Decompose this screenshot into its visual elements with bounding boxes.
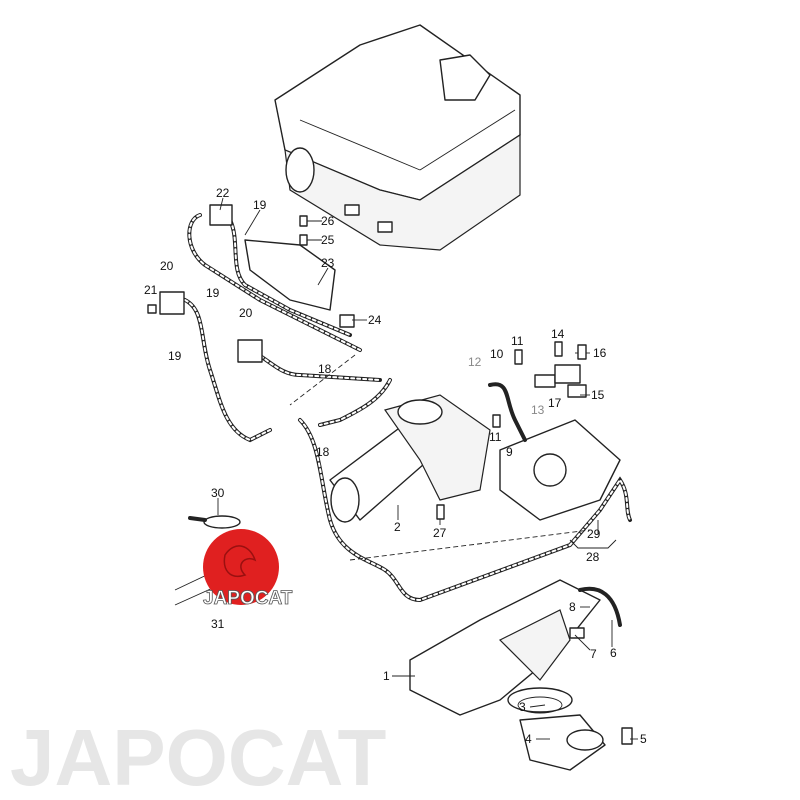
vacuum-hoses [183,213,632,603]
egr-pipe [488,382,527,442]
callout-7: 7 [590,647,597,661]
callout-11: 11 [511,334,524,348]
callout-24: 24 [368,313,382,327]
callout-5: 5 [640,732,647,746]
air-filter-housing [274,24,521,251]
callout-14: 14 [551,327,565,341]
callout-3: 3 [519,700,526,714]
callout-19: 19 [168,349,182,363]
watermark: JAPOCAT [10,713,386,800]
callout-13: 13 [531,403,545,417]
callout-1: 1 [383,669,390,683]
callout-25: 25 [321,233,335,247]
bolts [147,215,587,520]
callout-11: 11 [489,430,502,444]
callout-6: 6 [610,646,617,660]
callout-17: 17 [548,396,562,410]
callout-4: 4 [525,732,532,746]
callout-27: 27 [433,526,447,540]
callout-29: 29 [587,527,601,541]
callout-30: 30 [211,486,225,500]
callout-23: 23 [321,256,335,270]
callout-20: 20 [160,259,174,273]
callout-10: 10 [490,347,504,361]
callout-31: 31 [211,617,225,631]
callout-12: 12 [468,355,482,369]
svg-text:JAPOCAT: JAPOCAT [203,588,293,609]
callout-21: 21 [144,283,158,297]
callout-8: 8 [569,600,576,614]
callout-15: 15 [591,388,605,402]
callout-22: 22 [216,186,230,200]
connector [339,314,355,328]
solenoid-valve [209,204,233,226]
intake-manifold [409,579,633,771]
japocat-logo: JAPOCAT [203,529,293,609]
callout-28: 28 [586,550,600,564]
callout-26: 26 [321,214,335,228]
callout-19: 19 [253,198,267,212]
callout-20: 20 [239,306,253,320]
solenoid-valve [237,339,263,363]
egr-cooler [329,394,491,523]
solenoid-valve [159,291,185,315]
callout-19: 19 [206,286,220,300]
callout-2: 2 [394,520,401,534]
callout-18: 18 [316,445,330,459]
callout-18: 18 [318,362,332,376]
callout-16: 16 [593,346,607,360]
callout-9: 9 [506,445,513,459]
